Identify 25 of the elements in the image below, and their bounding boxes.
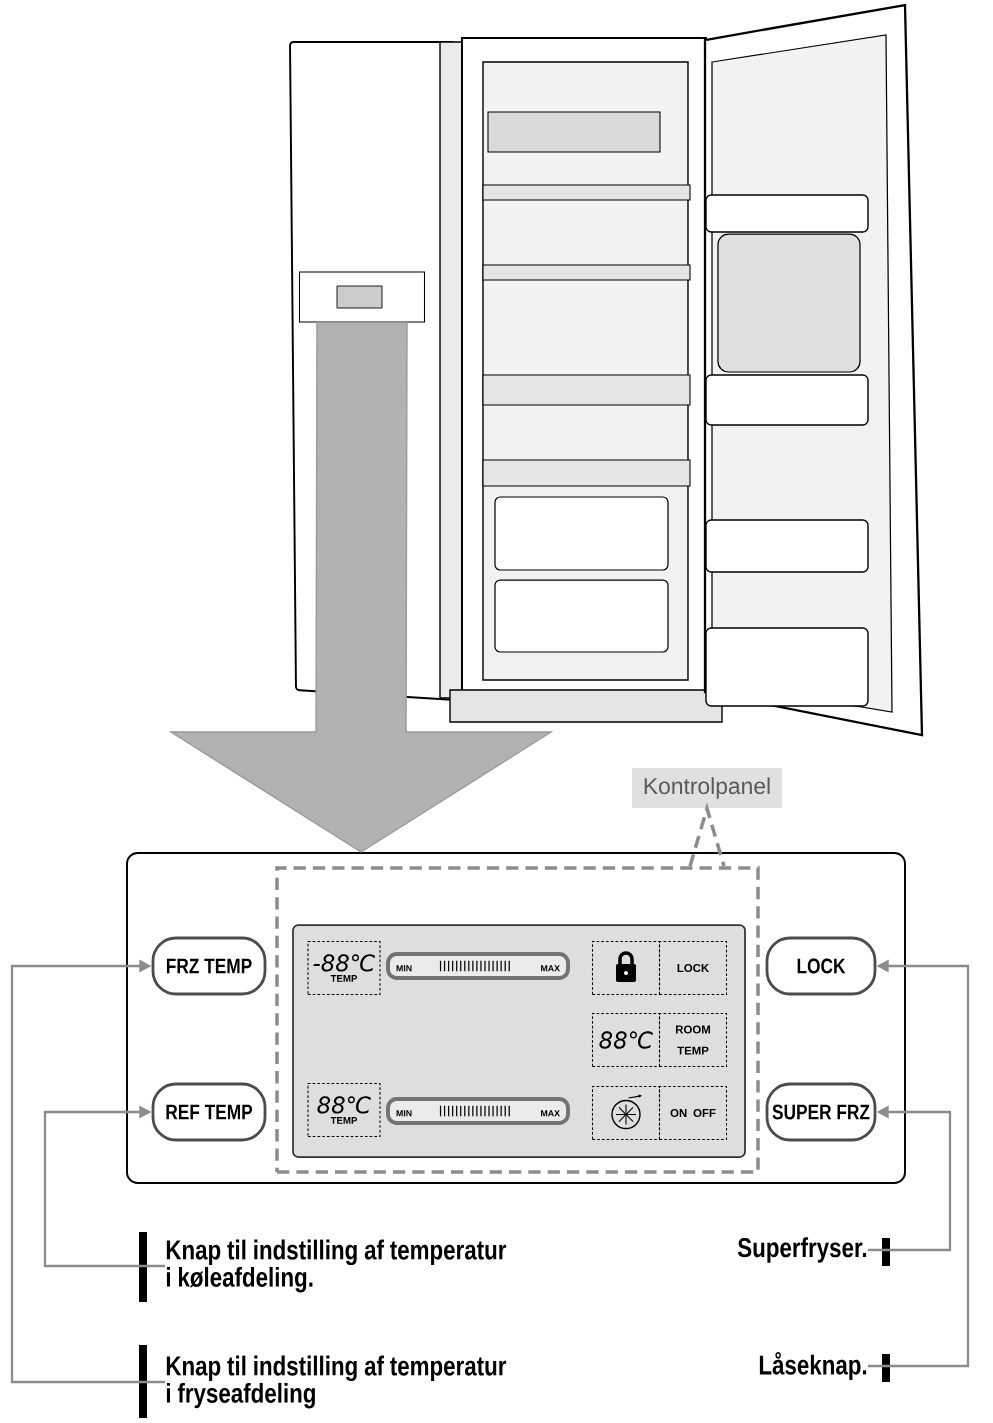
panel-button: REF TEMP <box>151 1082 267 1142</box>
icon-cell <box>591 941 661 996</box>
level-bar: MIN MAX <box>386 1097 570 1125</box>
connector-line <box>688 802 726 867</box>
description-text: Knap til indstilling af temperatur i køleafdeling. <box>166 1239 507 1293</box>
level-bar: MIN MAX <box>386 952 570 980</box>
indicator-label: ON OFF <box>658 1086 728 1141</box>
leader-line <box>43 1105 165 1268</box>
panel-button: SUPER FRZ <box>765 1082 877 1142</box>
display-panel <box>298 271 426 323</box>
indicator-label: LOCK <box>658 941 728 996</box>
callout-label: Kontrolpanel <box>632 768 782 808</box>
display-area <box>275 866 760 1174</box>
icon-cell <box>591 1086 661 1141</box>
leader-line <box>10 959 165 1384</box>
panel-button: FRZ TEMP <box>151 936 267 996</box>
panel-button: LOCK <box>765 936 877 996</box>
arrow <box>168 321 554 853</box>
temperature-readout: -88℃ TEMP <box>307 941 381 996</box>
indicator-label: ROOM TEMP <box>658 1013 728 1068</box>
temperature-readout: 88℃ TEMP <box>307 1082 381 1138</box>
description-text: Knap til indstilling af temperatur i fryseafdeling <box>166 1355 507 1409</box>
temperature-readout: 88℃ <box>591 1013 661 1068</box>
description-text: Låseknap. <box>759 1352 867 1381</box>
description-text: Superfryser. <box>737 1237 867 1263</box>
